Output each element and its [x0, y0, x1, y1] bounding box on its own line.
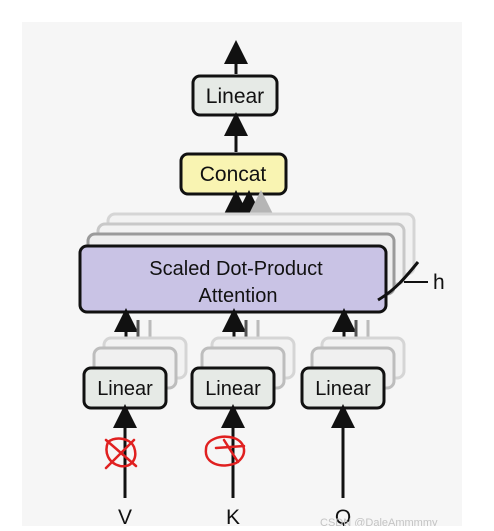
watermark: CSDN @DaleAmmmmy [320, 517, 438, 526]
linear-v-box: Linear [82, 366, 168, 410]
linear-q-box: Linear [300, 366, 386, 410]
concat-label: Concat [200, 163, 267, 186]
attention-box: Scaled Dot-Product Attention [78, 244, 388, 314]
linear-v-label: Linear [97, 378, 153, 400]
linear-top-box: Linear [191, 74, 279, 117]
attention-label-line2: Attention [199, 285, 278, 307]
input-k-label: K [226, 506, 240, 526]
head-count-label: h [433, 271, 445, 294]
red-annotation-v [104, 437, 138, 470]
linear-q-label: Linear [315, 378, 371, 400]
input-v-label: V [118, 506, 132, 526]
concat-box: Concat [179, 152, 288, 196]
linear-k-box: Linear [190, 366, 276, 410]
input-q-label: Q [335, 506, 351, 526]
linear-top-label: Linear [206, 85, 264, 108]
linear-k-label: Linear [205, 378, 261, 400]
red-annotation-k [204, 435, 246, 467]
head-bracket [377, 261, 420, 302]
attention-label-line1: Scaled Dot-Product [149, 258, 323, 280]
